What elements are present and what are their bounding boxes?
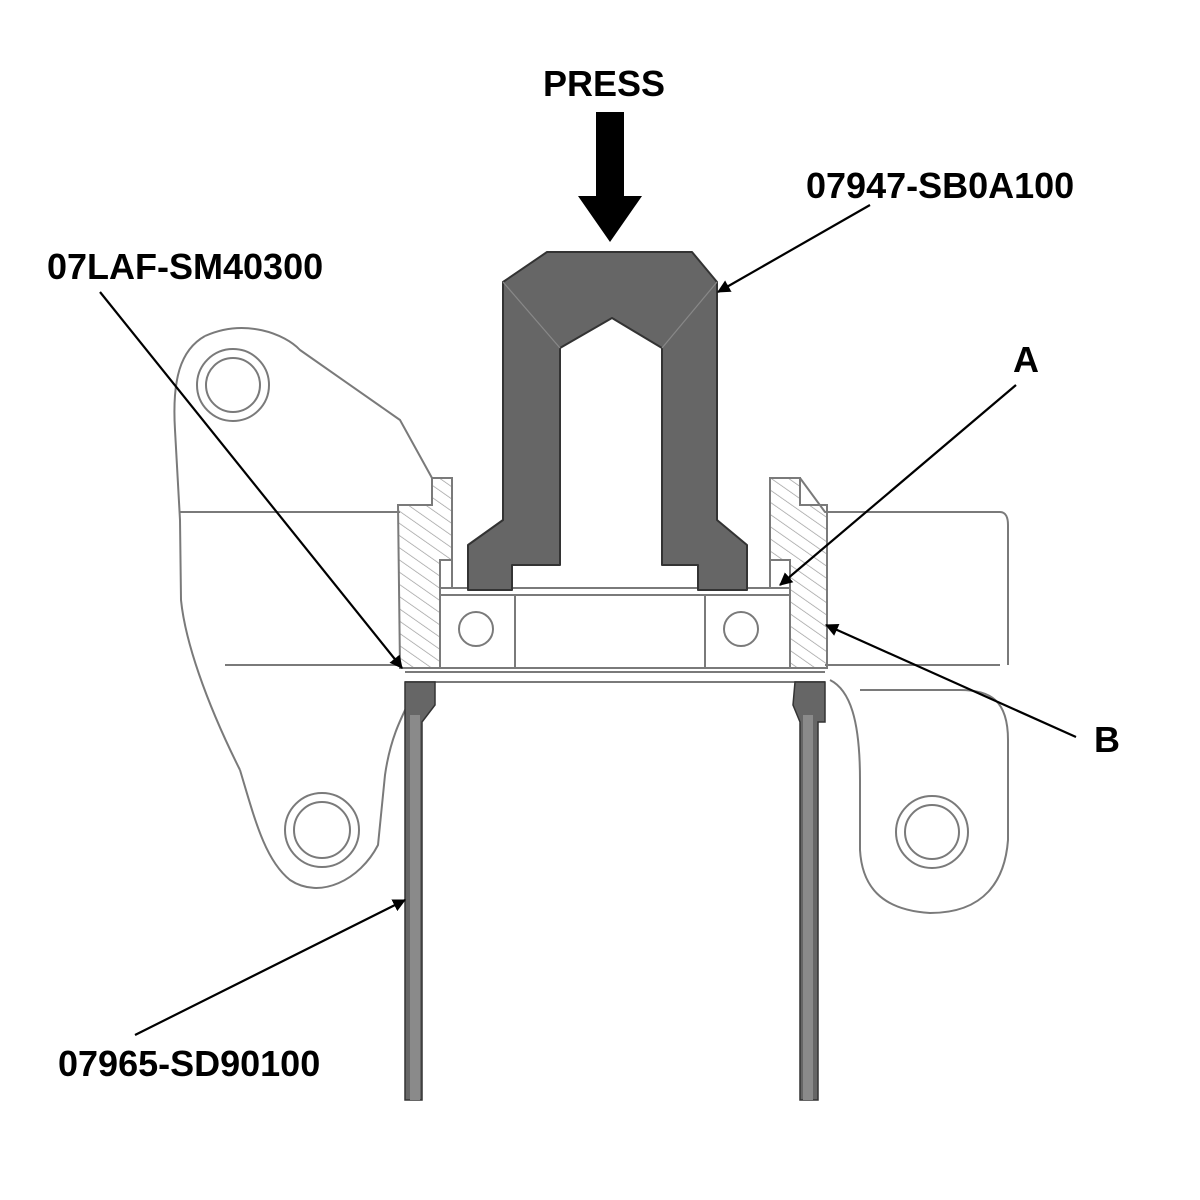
bore-wall-left bbox=[396, 477, 453, 669]
leader-point-a bbox=[779, 384, 1017, 586]
bearing-ball-left bbox=[458, 611, 494, 647]
support-tool-cylinder bbox=[404, 681, 826, 1101]
driver-attachment-label: 07947-SB0A100 bbox=[806, 165, 1075, 206]
lower-right-bolt-hole bbox=[895, 795, 969, 869]
leader-point-b bbox=[825, 623, 1077, 739]
support-tool-label: 07LAF-SM40300 bbox=[47, 246, 324, 287]
lower-left-bolt-hole bbox=[284, 792, 360, 868]
arrow-down-icon bbox=[578, 112, 642, 242]
press-label: PRESS bbox=[543, 63, 666, 104]
bearing-ball-right bbox=[723, 611, 759, 647]
leader-support-tool bbox=[99, 291, 403, 669]
lower-left-ear bbox=[239, 699, 411, 889]
base-tool-label: 07965-SD90100 bbox=[58, 1043, 321, 1084]
driver-attachment-tool bbox=[467, 251, 748, 591]
lower-right-ear bbox=[829, 679, 1009, 914]
upper-left-bolt-hole bbox=[196, 348, 270, 422]
leader-lines bbox=[99, 204, 1077, 1036]
knuckle-housing bbox=[173, 327, 1009, 914]
point-b-label: B bbox=[1094, 719, 1120, 760]
bore-wall-right bbox=[769, 477, 828, 669]
wheel-bearing bbox=[405, 560, 825, 683]
point-a-label: A bbox=[1013, 339, 1039, 380]
leader-driver-attachment bbox=[717, 204, 871, 293]
leader-base-tool bbox=[134, 899, 406, 1036]
upper-left-ear bbox=[204, 327, 452, 479]
